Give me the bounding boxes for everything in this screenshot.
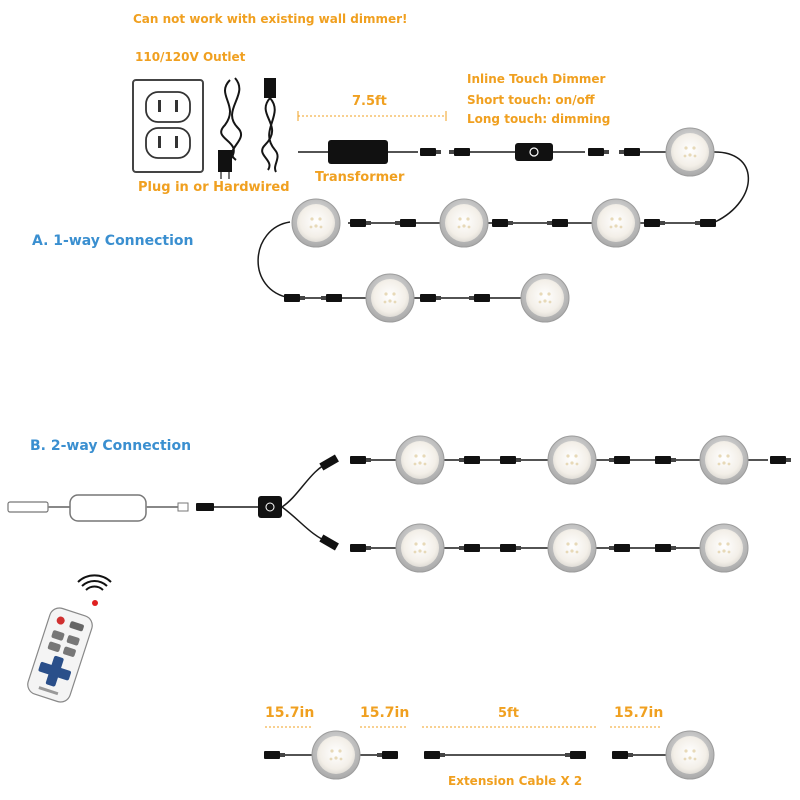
inline-dimmer-title: Inline Touch Dimmer bbox=[467, 72, 606, 86]
led-light-icon bbox=[520, 273, 570, 323]
section-b-title: B. 2-way Connection bbox=[30, 438, 192, 454]
wifi-signal-icon bbox=[77, 574, 112, 606]
power-cord-plug-icon bbox=[218, 77, 242, 179]
extension-cable-label: Extension Cable X 2 bbox=[448, 774, 583, 788]
led-light-icon bbox=[291, 198, 341, 248]
led-light-icon bbox=[365, 273, 415, 323]
remote-control-icon bbox=[27, 607, 93, 703]
led-lights-b bbox=[395, 435, 749, 573]
short-touch-note: Short touch: on/off bbox=[467, 93, 595, 107]
transformer-icon bbox=[328, 140, 388, 164]
transformer-label: Transformer bbox=[315, 170, 405, 185]
cable-run-b bbox=[214, 459, 768, 549]
long-touch-note: Long touch: dimming bbox=[467, 112, 611, 126]
length-label-4: 15.7in bbox=[614, 705, 664, 721]
length-label-1: 15.7in bbox=[265, 705, 315, 721]
inline-touch-dimmer-icon bbox=[515, 143, 553, 161]
led-light-icon bbox=[665, 127, 715, 177]
cable-length-label: 7.5ft bbox=[352, 94, 387, 109]
led-light-icon bbox=[591, 198, 641, 248]
length-label-3: 5ft bbox=[498, 706, 519, 721]
plug-or-hardwire-label: Plug in or Hardwired bbox=[138, 180, 290, 195]
power-adapter-icon bbox=[7, 494, 189, 522]
dimmer-warning: Can not work with existing wall dimmer! bbox=[133, 12, 408, 26]
dimension-lines bbox=[265, 115, 660, 728]
hardwire-cord-icon bbox=[261, 78, 279, 173]
length-label-2: 15.7in bbox=[360, 705, 410, 721]
section-a-title: A. 1-way Connection bbox=[32, 233, 194, 249]
led-light-icon bbox=[439, 198, 489, 248]
outlet-label: 110/120V Outlet bbox=[135, 50, 246, 64]
connectors-b bbox=[196, 454, 791, 552]
wall-outlet-icon bbox=[132, 79, 204, 173]
splitter-receiver-icon bbox=[258, 496, 282, 518]
